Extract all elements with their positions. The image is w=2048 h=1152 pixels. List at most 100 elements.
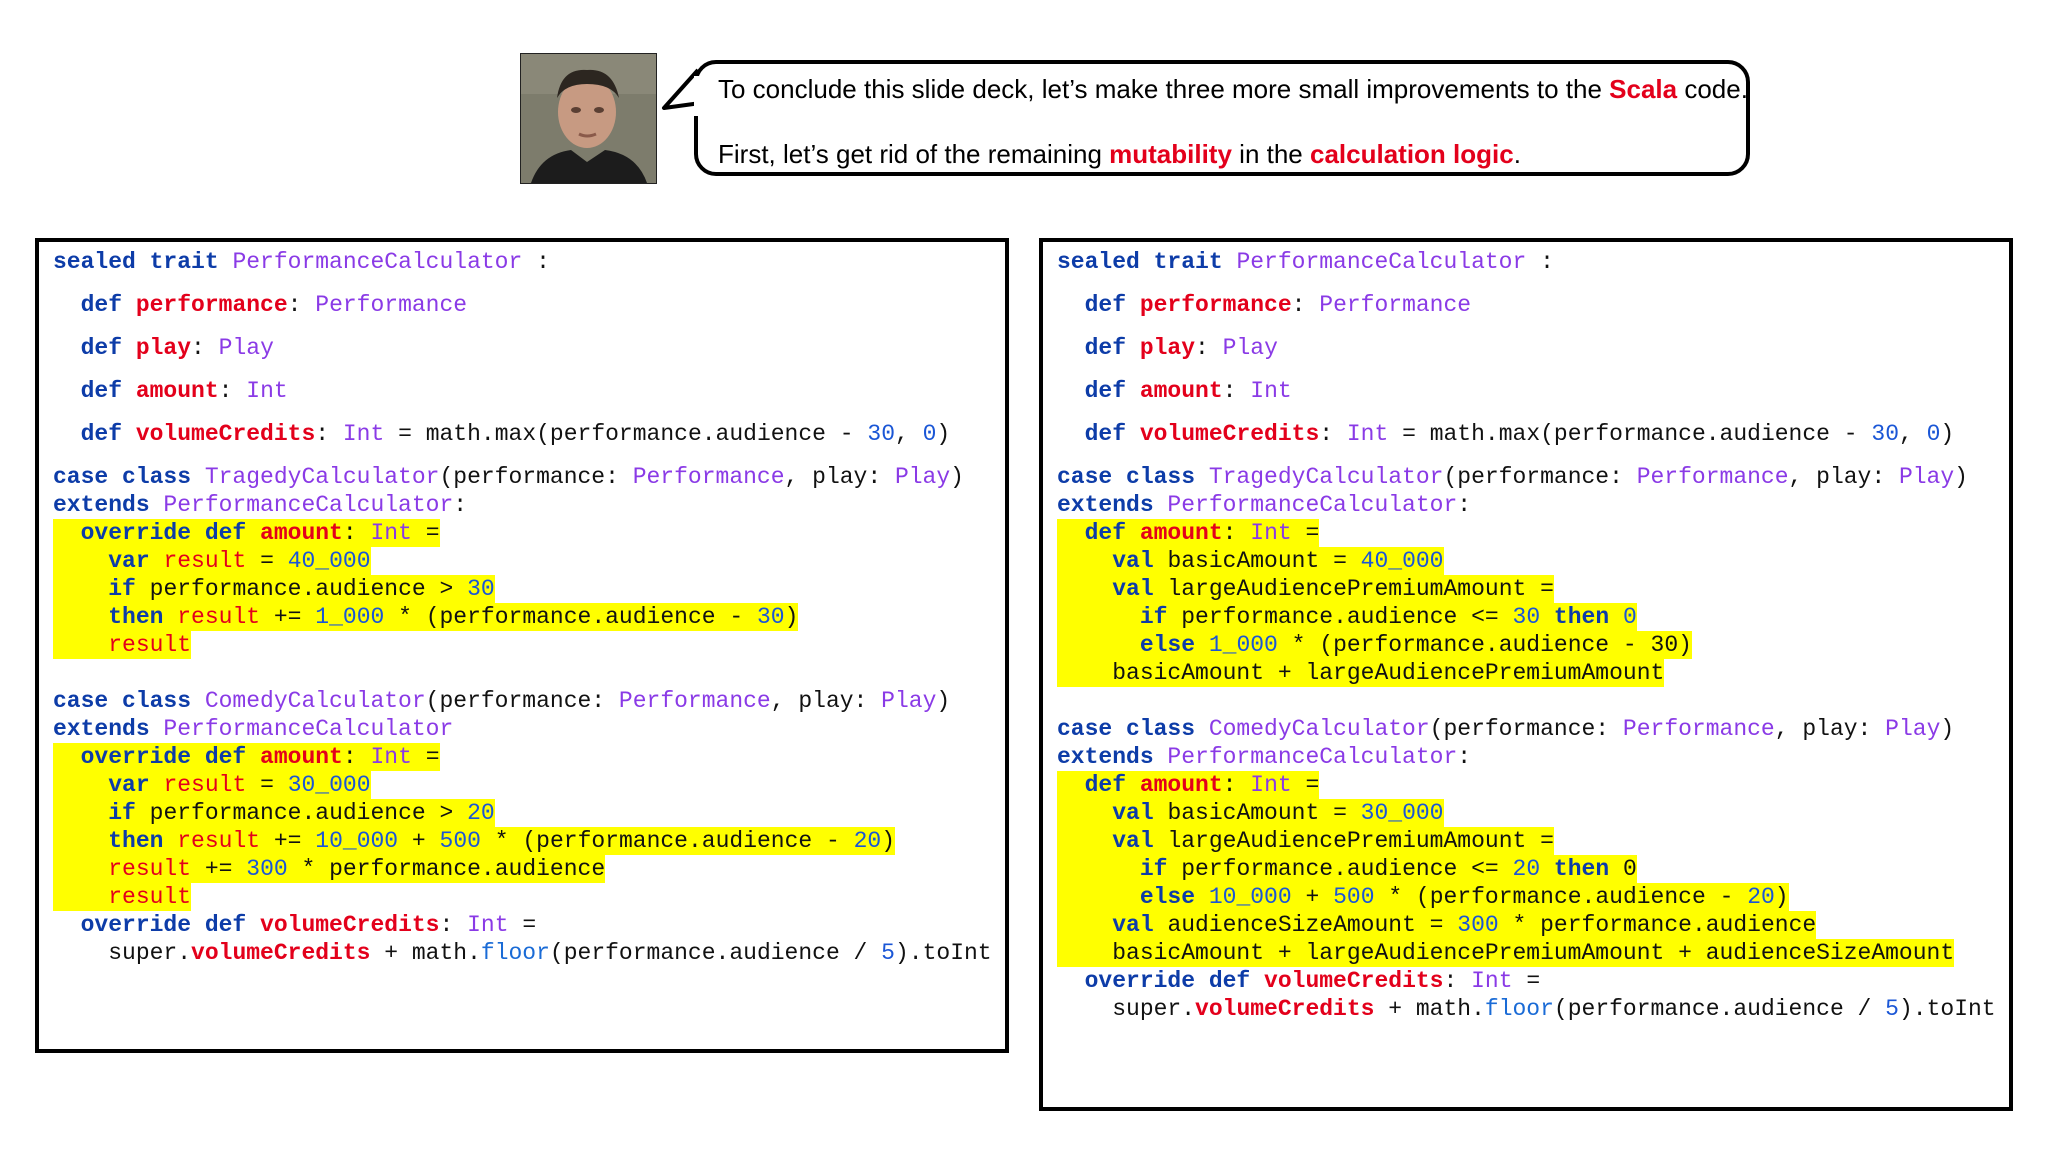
code-token: : — [1457, 492, 1472, 518]
code-token: else — [1139, 632, 1209, 658]
code-token: floor — [1484, 996, 1554, 1022]
code-token: super. — [53, 940, 192, 966]
code-token: ComedyCalculator — [204, 688, 426, 714]
highlighted-code: def amount: Int = — [1057, 519, 1320, 547]
code-token: : — [1291, 292, 1320, 318]
code-token: if — [1139, 856, 1182, 882]
code-token: sealed trait — [53, 249, 233, 275]
code-line — [53, 276, 995, 291]
code-token: : — [191, 335, 219, 361]
code-token: * (performance.audience - — [1374, 884, 1748, 910]
code-token: Performance — [1319, 292, 1472, 318]
code-token: volumeCredits — [260, 912, 440, 938]
code-token: def — [80, 335, 136, 361]
code-token: (performance.audience / — [1553, 996, 1886, 1022]
code-block-after: sealed trait PerformanceCalculator : def… — [1057, 248, 1999, 1023]
code-token: = — [1291, 520, 1320, 546]
highlighted-code: var result = 30_000 — [53, 771, 371, 799]
highlighted-code: else 1_000 * (performance.audience - 30) — [1057, 631, 1692, 659]
code-token: = math.max(performance.audience - — [384, 421, 868, 447]
code-token: 40_000 — [1360, 548, 1444, 574]
code-token: basicAmount + largeAudiencePremiumAmount… — [1057, 940, 1955, 966]
code-line: else 1_000 * (performance.audience - 30) — [1057, 631, 1999, 659]
code-line: else 10_000 + 500 * (performance.audienc… — [1057, 883, 1999, 911]
code-line: extends PerformanceCalculator — [53, 715, 995, 743]
code-token — [53, 632, 108, 658]
code-token — [53, 378, 81, 404]
code-token: performance.audience > — [149, 800, 468, 826]
code-line — [53, 362, 995, 377]
code-token: : — [1222, 772, 1251, 798]
code-token: def — [80, 378, 136, 404]
code-token: extends — [1057, 492, 1168, 518]
code-token: override def — [1084, 968, 1265, 994]
code-token: 30 — [1871, 421, 1899, 447]
code-token: PerformanceCalculator — [232, 249, 523, 275]
code-token: val — [1112, 912, 1168, 938]
highlighted-code: if performance.audience > 20 — [53, 799, 495, 827]
code-line: super.volumeCredits + math.floor(perform… — [53, 939, 995, 967]
highlighted-code: if performance.audience <= 20 then 0 — [1057, 855, 1637, 883]
code-token — [1057, 884, 1140, 910]
code-token: + math. — [370, 940, 481, 966]
code-token: 0 — [1926, 421, 1941, 447]
code-token: amount — [135, 378, 219, 404]
code-token: = — [411, 520, 440, 546]
code-token: override def — [80, 744, 261, 770]
code-line: def amount: Int — [53, 377, 995, 405]
highlighted-code: result — [53, 883, 192, 911]
code-token: volumeCredits — [135, 421, 316, 447]
code-token: Play — [894, 464, 951, 490]
code-token: case class — [1057, 464, 1209, 490]
code-token: (performance: — [1429, 716, 1623, 742]
code-token: PerformanceCalculator — [163, 716, 454, 742]
code-line: extends PerformanceCalculator: — [1057, 491, 1999, 519]
code-token: performance — [1139, 292, 1292, 318]
code-token: 10_000 — [1208, 884, 1292, 910]
code-token: Play — [1222, 335, 1278, 361]
code-token: 500 — [1333, 884, 1375, 910]
code-token: 300 — [246, 856, 288, 882]
code-token: PerformanceCalculator — [1167, 492, 1458, 518]
code-token: = — [246, 772, 288, 798]
code-token — [1057, 548, 1112, 574]
code-token: def — [80, 292, 136, 318]
code-token: result — [108, 884, 192, 910]
code-token: ) — [1954, 464, 1968, 490]
code-token — [53, 828, 108, 854]
code-line: override def volumeCredits: Int = — [1057, 967, 1999, 995]
code-line: if performance.audience > 20 — [53, 799, 995, 827]
code-token: 30_000 — [1360, 800, 1444, 826]
code-token: Int — [246, 378, 288, 404]
code-token: override def — [80, 520, 261, 546]
code-token: ) — [784, 604, 799, 630]
code-line: case class TragedyCalculator(performance… — [53, 463, 995, 491]
code-token: Int — [1250, 520, 1292, 546]
code-token: largeAudiencePremiumAmount = — [1167, 576, 1554, 602]
code-line: result — [53, 883, 995, 911]
code-token: (performance.audience / — [549, 940, 882, 966]
code-token: : — [1319, 421, 1347, 447]
code-token — [53, 292, 81, 318]
code-line: then result += 10_000 + 500 * (performan… — [53, 827, 995, 855]
code-token: Int — [370, 744, 412, 770]
code-line: def play: Play — [1057, 334, 1999, 362]
code-token: 30 — [867, 421, 895, 447]
code-line — [53, 405, 995, 420]
code-token: += — [191, 856, 247, 882]
code-token: : — [1526, 249, 1554, 275]
code-token: , — [895, 421, 923, 447]
code-token: 30 — [467, 576, 495, 602]
code-token: Int — [1250, 772, 1292, 798]
code-token: then — [108, 828, 178, 854]
code-token: : — [342, 744, 371, 770]
code-line — [53, 319, 995, 334]
highlighted-code: override def amount: Int = — [53, 519, 440, 547]
code-line: override def amount: Int = — [53, 519, 995, 547]
highlighted-code: result += 300 * performance.audience — [53, 855, 606, 883]
code-token: * (performance.audience - — [384, 604, 757, 630]
code-token: def — [1084, 421, 1140, 447]
code-token: (performance: — [439, 464, 633, 490]
code-line — [1057, 276, 1999, 291]
code-token: amount — [1139, 772, 1223, 798]
